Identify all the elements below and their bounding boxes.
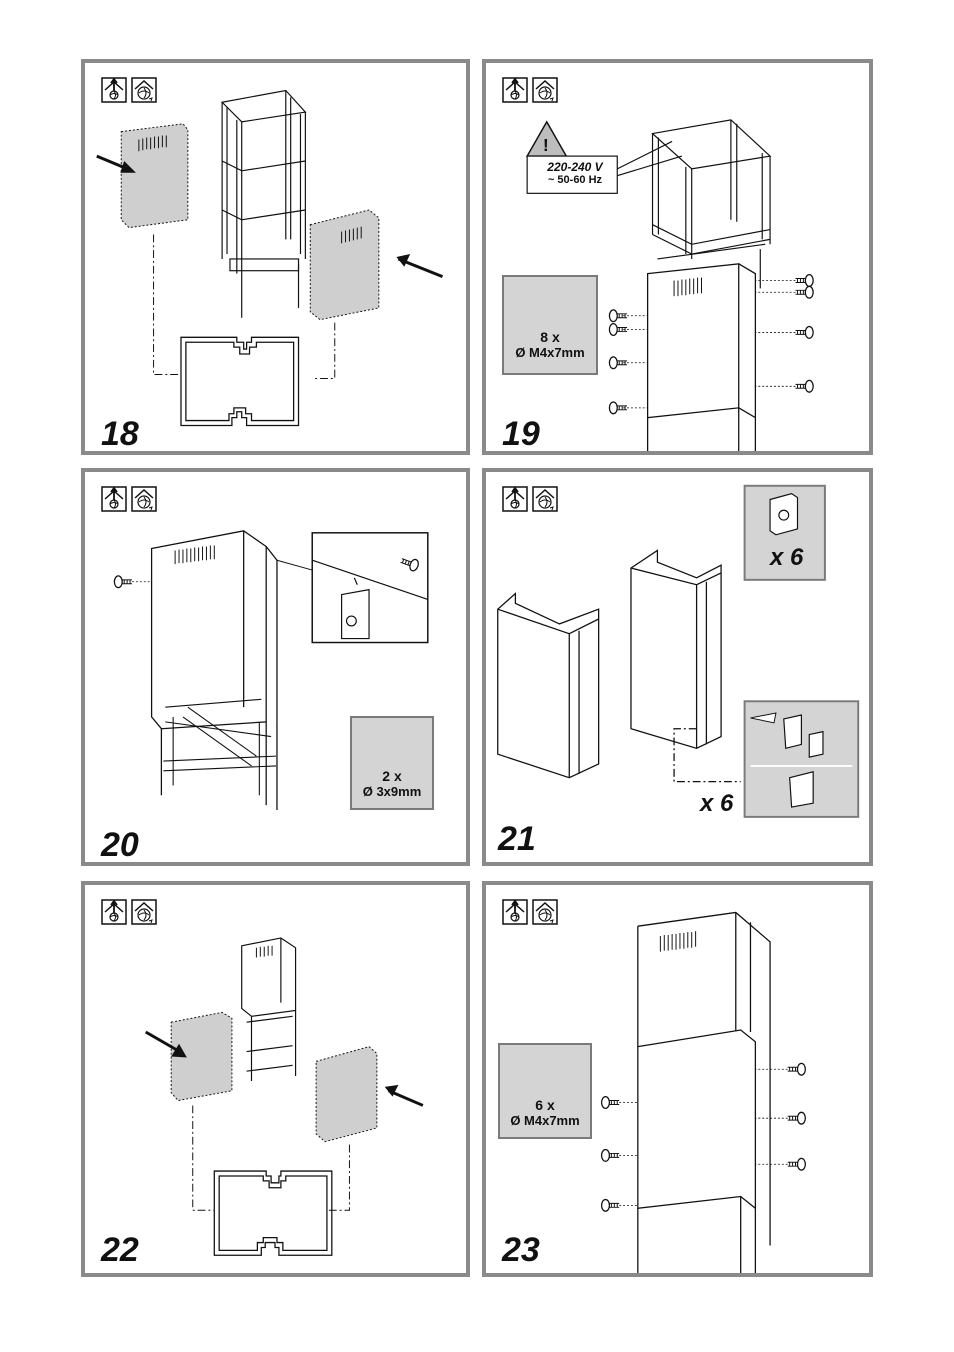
step-19-panel: ! xyxy=(482,59,873,455)
step-23-panel: 6 x Ø M4x7mm 23 xyxy=(482,881,873,1277)
screw-size: Ø 3x9mm xyxy=(362,784,422,799)
step-22-panel: 22 xyxy=(81,881,470,1277)
screw-size: Ø M4x7mm xyxy=(510,1113,580,1128)
voltage-warning: 220-240 V ~ 50-60 Hz xyxy=(530,161,620,187)
step-19-illustration: ! xyxy=(525,119,814,451)
step-22-illustration xyxy=(144,937,424,1256)
step-number: 18 xyxy=(101,415,139,453)
screw-quantity: 6 x xyxy=(535,1097,555,1113)
screw-size: Ø M4x7mm xyxy=(515,345,585,360)
screw-spec-box: 6 x Ø M4x7mm xyxy=(498,1043,592,1139)
voltage-label: 220-240 V xyxy=(547,160,603,174)
screw-quantity: 2 x xyxy=(382,768,402,784)
screw-spec-box: 2 x Ø 3x9mm xyxy=(350,716,434,810)
step-20-illustration xyxy=(113,530,429,810)
step-number: 22 xyxy=(101,1231,139,1269)
step-number: 21 xyxy=(498,820,536,858)
svg-text:!: ! xyxy=(543,135,549,155)
screw-quantity: 8 x xyxy=(540,329,560,345)
bracket-quantity: x 6 xyxy=(700,790,734,817)
step-number: 19 xyxy=(502,415,540,453)
step-18-illustration xyxy=(96,89,444,427)
step-number: 23 xyxy=(502,1231,540,1269)
step-21-illustration xyxy=(497,484,860,818)
clip-quantity: x 6 xyxy=(770,544,804,571)
step-21-panel: x 6 x 6 21 xyxy=(482,468,873,866)
screw-spec-box: 8 x Ø M4x7mm xyxy=(502,275,598,375)
step-number: 20 xyxy=(101,826,139,864)
frequency-label: ~ 50-60 Hz xyxy=(547,174,603,186)
step-20-panel: 2 x Ø 3x9mm 20 xyxy=(81,468,470,866)
step-18-panel: 18 xyxy=(81,59,470,455)
